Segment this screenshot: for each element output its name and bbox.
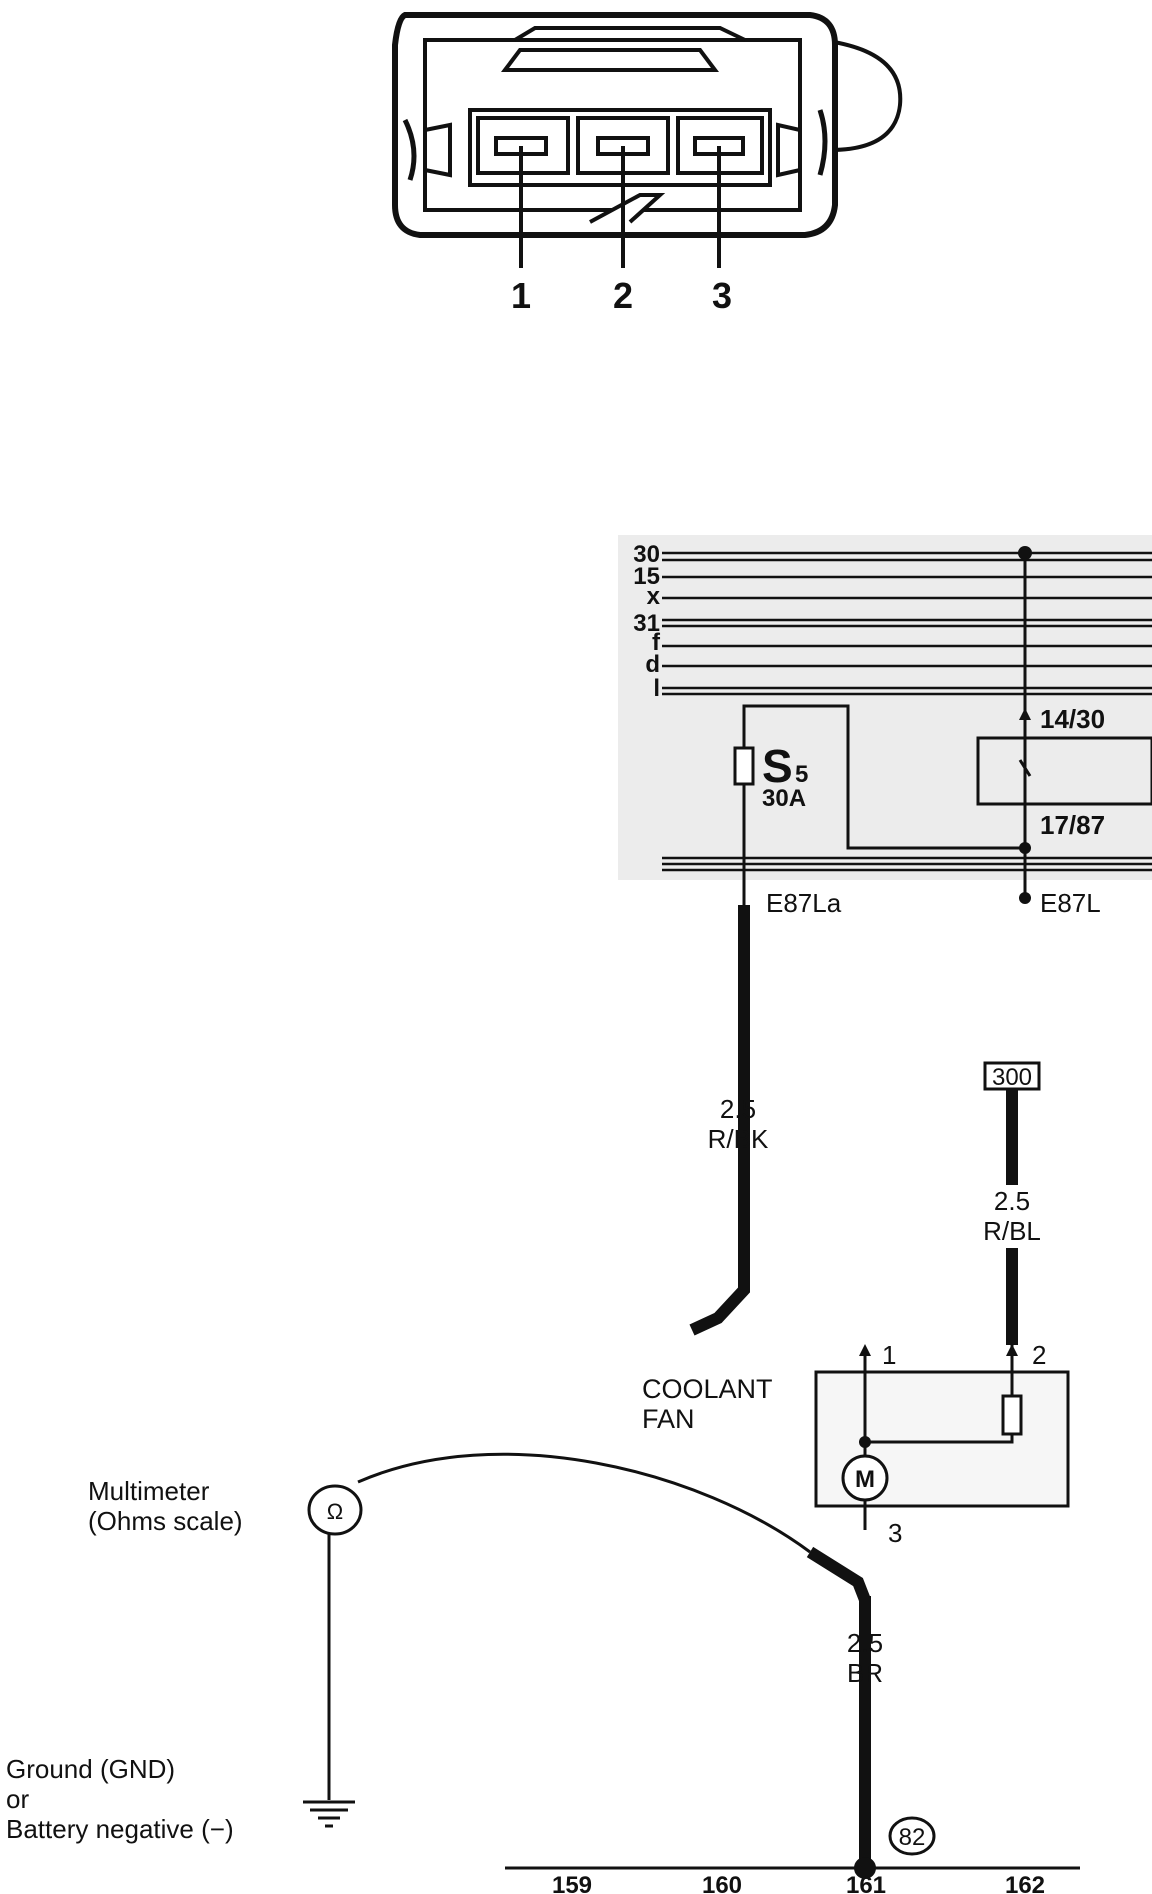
bus-label-x: x: [647, 583, 661, 610]
ground-point-badge: [888, 1816, 936, 1856]
bus-label-15: 15: [633, 563, 660, 590]
fuse-box: [618, 535, 1152, 920]
relay-pin-top: 14/30: [1040, 704, 1105, 734]
wire-br-gauge: 2.5: [847, 1628, 883, 1658]
multimeter-probe-lead: [357, 1452, 876, 1879]
multimeter-label-line2: (Ohms scale): [88, 1506, 243, 1536]
wire-r-bk-gauge: 2.5: [720, 1094, 756, 1124]
wire-r-bl: [983, 1061, 1041, 1345]
multimeter-icon: [307, 1484, 363, 1800]
bus-label-d: d: [645, 651, 660, 678]
relay-pin-bottom: 17/87: [1040, 810, 1105, 840]
ground-label-line2: or: [6, 1784, 29, 1814]
ground-label-line1: Ground (GND): [6, 1754, 175, 1784]
coolant-fan-label-line2: FAN: [642, 1404, 695, 1434]
connector-e87l: E87L: [1040, 888, 1101, 918]
connector-e87la: E87La: [766, 888, 842, 918]
coolant-fan-label-line1: COOLANT: [642, 1374, 773, 1404]
wire-r-bl-gauge: 2.5: [994, 1186, 1030, 1216]
connector-pin-3-label: 3: [712, 275, 732, 316]
fuse-name: S: [762, 740, 793, 792]
motor-symbol: M: [855, 1466, 875, 1493]
ground-point-number: 82: [899, 1824, 926, 1851]
grid-ref-161: 161: [846, 1872, 886, 1894]
grid-ref-160: 160: [702, 1872, 742, 1894]
bus-label-l: l: [653, 675, 660, 702]
bus-label-30: 30: [633, 541, 660, 568]
wire-br-color: BR: [847, 1658, 883, 1688]
wire-r-bl-color: R/BL: [983, 1216, 1041, 1246]
grid-ref-162: 162: [1005, 1872, 1045, 1894]
multimeter-label-line1: Multimeter: [88, 1476, 210, 1506]
fuse-subscript: 5: [795, 761, 808, 788]
ground-symbol-icon: [303, 1800, 355, 1828]
wire-r-bk: [689, 905, 750, 1336]
connector-pin-2-label: 2: [613, 275, 633, 316]
wire-ref-300: 300: [992, 1064, 1032, 1091]
connector-pin-1-label: 1: [511, 275, 531, 316]
connector-illustration: [392, 12, 903, 268]
fan-pin-1: 1: [882, 1340, 896, 1370]
fan-pin-3: 3: [888, 1518, 902, 1548]
multimeter-ohm-symbol: Ω: [327, 1499, 343, 1524]
ground-label-line3: Battery negative (−): [6, 1814, 234, 1844]
bus-label-31: 31: [633, 610, 660, 637]
fan-pin-2: 2: [1032, 1340, 1046, 1370]
coolant-fan-component: [814, 1344, 1070, 1530]
grid-ref-159: 159: [552, 1872, 592, 1894]
fuse-rating: 30A: [762, 785, 806, 812]
wire-r-bk-color: R/BK: [708, 1124, 769, 1154]
bus-label-f: f: [652, 629, 661, 656]
